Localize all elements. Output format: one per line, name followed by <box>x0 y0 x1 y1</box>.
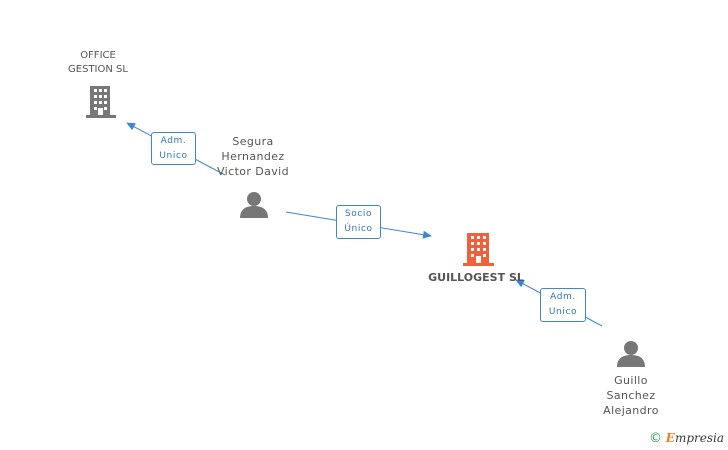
segura-name-line1: Segura <box>232 135 274 148</box>
office-name-line1: OFFICE <box>80 50 116 61</box>
office-name-line2: GESTION SL <box>68 64 128 75</box>
office-building-icon[interactable] <box>86 86 116 118</box>
relation-line2: Único <box>344 224 373 234</box>
segura-name-line2: Hernandez <box>221 150 285 163</box>
relation-line1: Socio <box>344 209 373 219</box>
guillo-name-line2: Sanchez <box>606 389 656 402</box>
relation-line1: Adm. <box>550 292 576 302</box>
guillogest-company-name[interactable]: GUILLOGEST SL <box>428 271 524 284</box>
segura-name-line3: Victor David <box>216 165 289 178</box>
guillo-person-name[interactable]: Guillo Sanchez Alejandro <box>588 373 674 418</box>
segura-person-icon[interactable] <box>240 192 268 218</box>
relation-line1: Adm. <box>160 136 187 146</box>
relation-label-guillo-guillogest[interactable]: Adm. Unico <box>540 288 586 322</box>
guillo-name-line3: Alejandro <box>603 404 659 417</box>
guillo-person-icon[interactable] <box>617 341 645 367</box>
brand-initial: E <box>665 431 675 445</box>
guillogest-building-icon[interactable] <box>463 233 494 266</box>
empresia-watermark: © Empresia <box>649 431 724 446</box>
relation-label-segura-office[interactable]: Adm. Unico <box>151 132 196 165</box>
office-company-name[interactable]: OFFICE GESTION SL <box>58 49 138 77</box>
relation-line2: Unico <box>548 307 578 317</box>
relation-line2: Unico <box>159 151 188 161</box>
brand-rest: mpresia <box>674 431 724 445</box>
copyright-symbol: © <box>648 431 662 446</box>
guillo-name-line1: Guillo <box>614 374 648 387</box>
segura-person-name[interactable]: Segura Hernandez Victor David <box>210 134 296 179</box>
relation-label-segura-guillogest[interactable]: Socio Único <box>336 205 381 239</box>
